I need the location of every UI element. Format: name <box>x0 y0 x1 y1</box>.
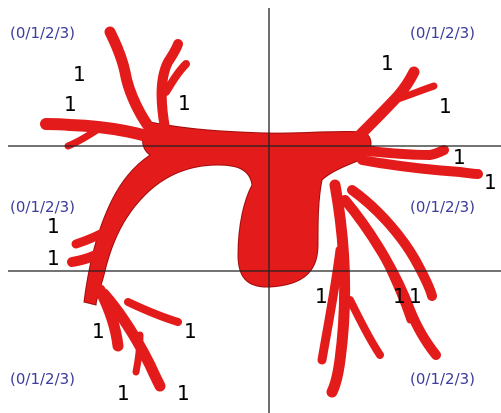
branch-number-tr-b: 1 <box>439 94 452 118</box>
branch-number-ml-a: 1 <box>47 214 60 238</box>
branch-number-br-b: 1 <box>393 284 406 308</box>
quadrant-label-bottom-left: (0/1/2/3) <box>10 370 75 388</box>
branch-number-br-a: 1 <box>315 284 328 308</box>
branch-number-tl-b: 1 <box>64 92 77 116</box>
quadrant-label-bottom-right: (0/1/2/3) <box>410 370 475 388</box>
branch-number-br-c: 1 <box>409 284 422 308</box>
quadrant-label-middle-right: (0/1/2/3) <box>410 198 475 216</box>
vessel-branch-bottom-left-4 <box>136 335 140 372</box>
branch-number-bl-c: 1 <box>117 381 130 405</box>
quadrant-label-middle-left: (0/1/2/3) <box>10 198 75 216</box>
branch-number-bl-b: 1 <box>184 319 197 343</box>
branch-number-ml-b: 1 <box>47 246 60 270</box>
branch-number-r-a: 1 <box>453 145 466 169</box>
vessel-branch-right-1 <box>360 150 444 155</box>
branch-number-r-b: 1 <box>484 170 497 194</box>
vessel-branch-top-right-1 <box>355 72 414 140</box>
branch-number-bl-d: 1 <box>177 381 190 405</box>
quadrant-label-top-left: (0/1/2/3) <box>10 24 75 42</box>
branch-number-tr-a: 1 <box>381 51 394 75</box>
vessel-branch-bottom-right-3 <box>350 300 380 355</box>
branch-number-tl-c: 1 <box>178 91 191 115</box>
main-vessel-body <box>84 122 371 305</box>
vessel-branch-bottom-left-3 <box>128 302 178 322</box>
branch-number-tl-a: 1 <box>73 62 86 86</box>
branch-number-bl-a: 1 <box>92 319 105 343</box>
quadrant-label-top-right: (0/1/2/3) <box>410 24 475 42</box>
